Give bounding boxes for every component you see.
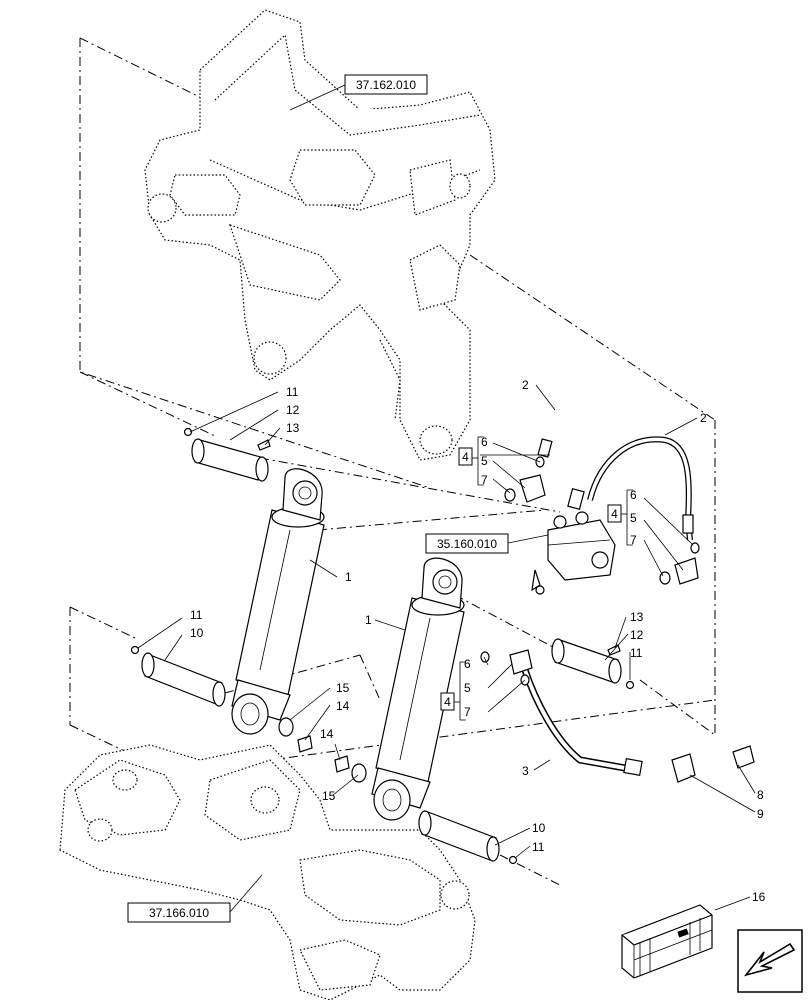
callout-4-bottom: 4 xyxy=(440,692,455,711)
valve-block xyxy=(531,511,616,595)
ref-label-top-frame: 37.162.010 xyxy=(356,78,416,92)
num-15: 15 xyxy=(336,681,350,695)
leader-lines xyxy=(137,84,756,913)
num-10: 10 xyxy=(532,821,546,835)
num-4: 4 xyxy=(462,450,469,464)
num-1: 1 xyxy=(345,570,352,584)
num-2: 2 xyxy=(522,378,529,392)
num-8: 8 xyxy=(757,788,764,802)
ref-box-bottom-frame[interactable]: 37.166.010 xyxy=(127,902,231,923)
num-15: 15 xyxy=(322,789,336,803)
num-6: 6 xyxy=(464,657,471,671)
fasteners xyxy=(130,427,635,865)
num-5: 5 xyxy=(630,511,637,525)
num-11: 11 xyxy=(532,840,545,854)
hydraulic-cylinder-left xyxy=(231,468,325,735)
num-13: 13 xyxy=(286,421,300,435)
num-7: 7 xyxy=(464,705,471,719)
num-6: 6 xyxy=(630,488,637,502)
callout-4-top: 4 xyxy=(458,447,473,466)
num-7: 7 xyxy=(630,533,637,547)
ref-label-bottom-frame: 37.166.010 xyxy=(149,906,209,920)
num-10: 10 xyxy=(190,626,204,640)
num-11: 11 xyxy=(630,646,643,660)
part-number-labels: 11 12 13 2 2 6 5 7 6 5 7 1 1 11 10 13 12… xyxy=(190,378,766,904)
ref-box-top-frame[interactable]: 37.162.010 xyxy=(344,74,428,95)
fittings xyxy=(480,456,755,783)
num-2: 2 xyxy=(700,411,707,425)
num-9: 9 xyxy=(757,807,764,821)
ref-label-valve-block: 35.160.010 xyxy=(437,537,497,551)
hydraulic-cylinder-right xyxy=(371,557,465,821)
pins xyxy=(141,438,622,862)
num-4: 4 xyxy=(611,507,618,521)
num-16: 16 xyxy=(752,890,766,904)
num-14: 14 xyxy=(320,727,334,741)
num-11: 11 xyxy=(190,608,203,622)
num-14: 14 xyxy=(336,699,350,713)
front-axle-frame-top xyxy=(144,9,496,461)
set-brackets xyxy=(454,436,694,721)
num-5: 5 xyxy=(481,454,488,468)
axle-frame-bottom xyxy=(59,744,476,1001)
arrow-down-left-icon[interactable] xyxy=(737,929,803,993)
ref-box-valve-block[interactable]: 35.160.010 xyxy=(425,533,509,554)
num-12: 12 xyxy=(630,628,644,642)
kit-box-icon xyxy=(621,904,713,979)
num-7: 7 xyxy=(481,473,488,487)
num-13: 13 xyxy=(630,610,644,624)
num-12: 12 xyxy=(286,403,300,417)
hoses xyxy=(521,397,694,776)
num-6: 6 xyxy=(481,435,488,449)
callout-4-right: 4 xyxy=(607,504,622,523)
num-4: 4 xyxy=(444,695,451,709)
num-11: 11 xyxy=(286,385,299,399)
num-5: 5 xyxy=(464,681,471,695)
num-3: 3 xyxy=(522,764,529,778)
num-1: 1 xyxy=(365,613,372,627)
